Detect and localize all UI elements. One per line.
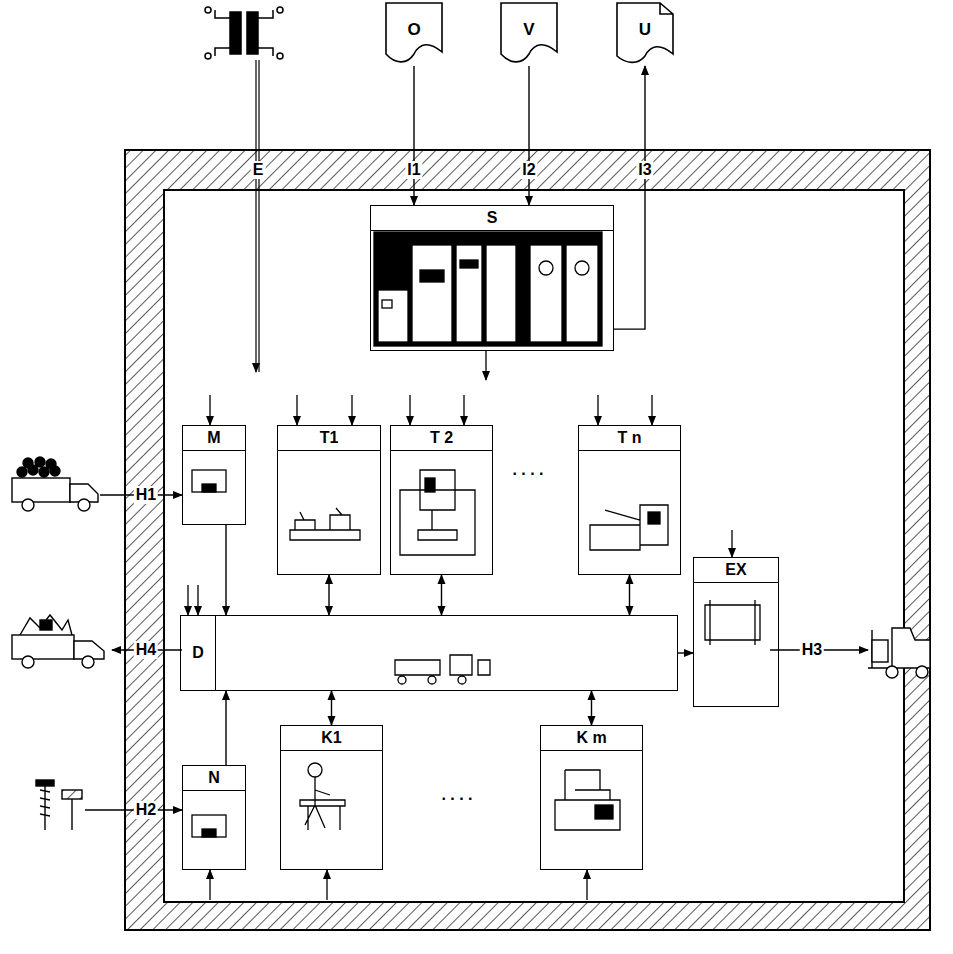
parts-store: N <box>182 765 246 870</box>
dispatch-box: EX <box>693 557 779 707</box>
ellipsis: . . . . <box>439 786 474 804</box>
node-label: T1 <box>278 426 380 451</box>
flow-label: H1 <box>134 486 158 504</box>
flow-arrow <box>678 652 693 653</box>
flow-arrow <box>528 66 529 205</box>
flow-label: H3 <box>800 641 824 659</box>
node-label: T n <box>579 426 680 451</box>
flow-label: H4 <box>134 641 158 659</box>
channel-label: I1 <box>405 161 422 179</box>
channel-label: I2 <box>520 161 537 179</box>
node-label: N <box>183 766 245 791</box>
trucks <box>12 457 930 830</box>
node-label: S <box>371 206 613 231</box>
flow-arrow <box>225 691 226 765</box>
document-symbol: V <box>500 2 558 66</box>
document-symbol: O <box>385 2 443 66</box>
machine-box: T1 <box>277 425 381 575</box>
flow-arrow <box>591 691 592 725</box>
node-label: K1 <box>281 726 382 751</box>
node-label: EX <box>694 558 778 583</box>
ellipsis: . . . . <box>510 461 545 479</box>
node-label: D <box>181 616 216 690</box>
node-label: O <box>385 20 443 40</box>
workstation-box: K1 <box>280 725 383 870</box>
node-label: T 2 <box>391 426 492 451</box>
computer-system <box>374 232 602 346</box>
flow-label: H2 <box>134 801 158 819</box>
flow-arrow <box>328 575 329 615</box>
channel-label: I3 <box>636 161 653 179</box>
flow-arrow <box>441 575 442 615</box>
document-symbol: U <box>616 2 674 66</box>
transport-box: D <box>180 615 678 691</box>
input-arrows <box>85 350 868 900</box>
machine-box: T n <box>578 425 681 575</box>
flow-arrow <box>629 575 630 615</box>
measuring-box: K m <box>540 725 643 870</box>
material-store: M <box>182 425 246 525</box>
node-label: K m <box>541 726 642 751</box>
flow-arrow <box>225 525 226 615</box>
energy-label: E <box>251 161 266 179</box>
node-label: U <box>616 20 674 40</box>
flow-arrow <box>413 66 414 205</box>
computer-box: S <box>370 205 614 351</box>
node-label: V <box>500 20 558 40</box>
machine-box: T 2 <box>390 425 493 575</box>
flow-arrow <box>331 691 332 725</box>
factory-wall <box>125 150 930 930</box>
transformer-symbol <box>205 7 283 372</box>
flow-arrow <box>614 66 645 329</box>
node-label: M <box>183 426 245 451</box>
